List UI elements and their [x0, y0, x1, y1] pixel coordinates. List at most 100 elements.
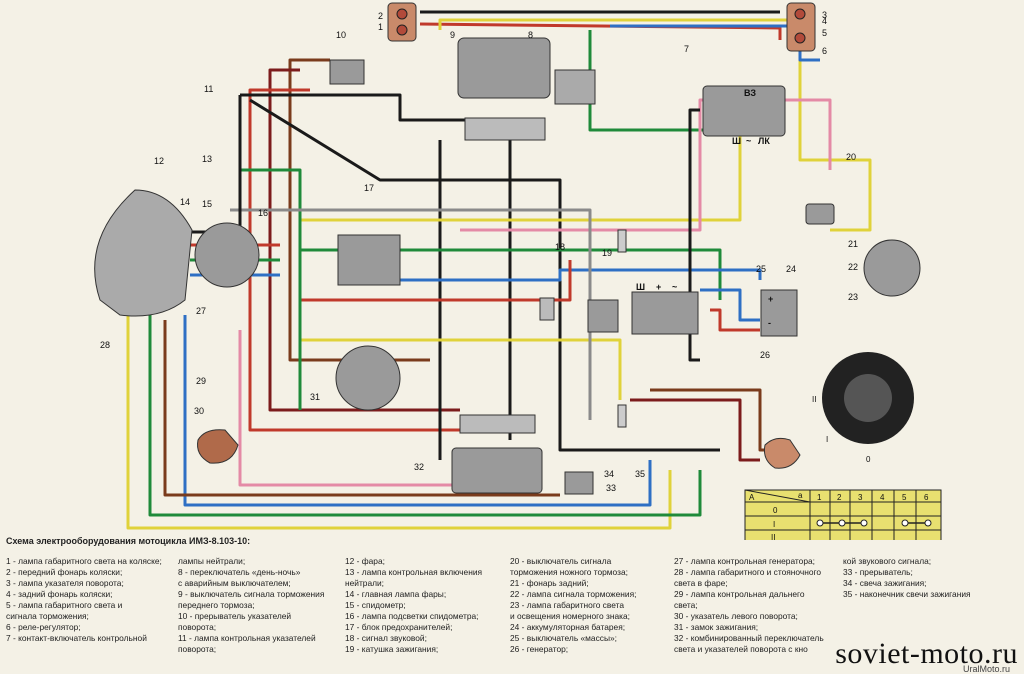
- label-27: 27: [196, 306, 206, 316]
- relay-regulator: [702, 85, 786, 137]
- headlight: [94, 189, 193, 317]
- legend-item: 21 - фонарь задний;: [510, 578, 589, 588]
- foot-brake-switch: [805, 203, 835, 225]
- label-17: 17: [364, 183, 374, 193]
- legend-item: 2 - передний фонарь коляски;: [6, 567, 123, 577]
- rear-sidecar-light-connector: [786, 2, 816, 52]
- legend-item: 18 - сигнал звуковой;: [345, 633, 427, 643]
- legend-item: кой звукового сигнала;: [843, 556, 932, 566]
- ignition-coil: [587, 299, 619, 333]
- label-14: 14: [180, 197, 190, 207]
- label-31: 31: [310, 392, 320, 402]
- diagram-caption: Схема электрооборудования мотоцикла ИМЗ-…: [6, 536, 251, 546]
- legend-item: 35 - наконечник свечи зажигания: [843, 589, 971, 599]
- legend-item: 26 - генератор;: [510, 644, 569, 654]
- terminal-vz: ВЗ: [744, 88, 756, 98]
- legend-item: 22 - лампа сигнала торможения;: [510, 589, 637, 599]
- legend-item: 15 - спидометр;: [345, 600, 406, 610]
- legend-item: 14 - главная лампа фары;: [345, 589, 447, 599]
- label-34: 34: [604, 469, 614, 479]
- terminal-ac-regulator: ~: [746, 136, 751, 146]
- legend-item: 6 - реле-регулятор;: [6, 622, 81, 632]
- label-13: 13: [202, 154, 212, 164]
- combined-switch-terminals: [459, 414, 536, 434]
- label-22: 22: [848, 262, 858, 272]
- wire-blue-c: [700, 288, 760, 322]
- table-header-6: 6: [924, 493, 929, 502]
- speedometer: [194, 222, 260, 288]
- generator: [631, 291, 699, 335]
- legend-item: 3 - лампа указателя поворота;: [6, 578, 124, 588]
- wire-blue: [183, 315, 652, 507]
- legend-item: 28 - лампа габаритного и стояночного: [674, 567, 822, 577]
- legend-item: света в фаре;: [674, 578, 728, 588]
- small-watermark: UralMoto.ru: [962, 664, 1010, 674]
- wire-blue-b: [350, 268, 762, 282]
- label-29: 29: [196, 376, 206, 386]
- spark-plug-cap: [617, 404, 627, 428]
- table-header-A: А: [749, 493, 755, 502]
- spark-plug: [617, 229, 627, 253]
- label-35: 35: [635, 469, 645, 479]
- legend-item: 34 - свеча зажигания;: [843, 578, 927, 588]
- ignition-lock: [335, 345, 401, 411]
- label-20: 20: [846, 152, 856, 162]
- table-header-4: 4: [880, 493, 885, 502]
- legend-item: поворота;: [178, 644, 217, 654]
- wire-yellow: [126, 300, 672, 530]
- terminal-plus-battery: +: [768, 294, 773, 304]
- label-1: 1: [378, 22, 383, 32]
- relay-block: [554, 69, 596, 105]
- wire-green-c: [240, 168, 302, 410]
- legend-item: нейтрали;: [345, 578, 385, 588]
- terminal-sh-regulator: Ш: [732, 136, 741, 146]
- legend-column-5: 27 - лампа контрольная генератора; 28 - …: [674, 556, 824, 655]
- turn-signal-interrupter: [329, 59, 365, 85]
- label-16: 16: [258, 208, 268, 218]
- legend-item: сигнала торможения;: [6, 611, 89, 621]
- legend-item: 27 - лампа контрольная генератора;: [674, 556, 815, 566]
- legend-item: 33 - прерыватель;: [843, 567, 913, 577]
- legend-item: 1 - лампа габаритного света на коляске;: [6, 556, 162, 566]
- table-row-0: 0: [773, 506, 778, 515]
- wire-pink: [238, 330, 470, 487]
- left-turn-signal: [197, 429, 239, 464]
- legend-item: 10 - прерыватель указателей: [178, 611, 292, 621]
- switch-position-table: [744, 489, 942, 540]
- ignition-position-0: 0: [866, 455, 871, 464]
- right-turn-signal: [764, 437, 801, 469]
- legend-column-6: кой звукового сигнала; 33 - прерыватель;…: [843, 556, 971, 600]
- label-3: 3: [822, 10, 827, 20]
- legend-item: 9 - выключатель сигнала торможения: [178, 589, 325, 599]
- wire-yellow-c: [300, 338, 622, 400]
- label-15: 15: [202, 199, 212, 209]
- battery: [760, 289, 798, 337]
- horn: [539, 297, 555, 321]
- label-11: 11: [204, 84, 213, 94]
- label-12: 12: [154, 156, 164, 166]
- rear-light: [863, 239, 921, 297]
- legend-column-3: 12 - фара; 13 - лампа контрольная включе…: [345, 556, 482, 655]
- ignition-position-1: I: [826, 435, 828, 444]
- wire-black-main: [240, 93, 512, 440]
- table-row-1: I: [773, 520, 775, 529]
- table-header-5: 5: [902, 493, 907, 502]
- label-21: 21: [848, 239, 858, 249]
- table-header-a: а: [798, 491, 803, 500]
- legend-item: лампы нейтрали;: [178, 556, 246, 566]
- label-25: 25: [756, 264, 766, 274]
- legend-item: 13 - лампа контрольная включения: [345, 567, 483, 577]
- legend-item: 20 - выключатель сигнала: [510, 556, 612, 566]
- terminal-lk: ЛК: [758, 136, 770, 146]
- terminal-plus-generator: +: [656, 282, 661, 292]
- wire-red-b: [300, 260, 572, 302]
- legend-item: торможения ножного тормоза;: [510, 567, 628, 577]
- wire-darkred-b: [630, 398, 760, 462]
- label-30: 30: [194, 406, 204, 416]
- label-5: 5: [822, 28, 827, 38]
- legend-item: 25 - выключатель «массы»;: [510, 633, 617, 643]
- label-7: 7: [684, 44, 689, 54]
- legend-item: 7 - контакт-включатель контрольной: [6, 633, 147, 643]
- legend-item: 8 - переключатель «день-ночь»: [178, 567, 301, 577]
- table-header-1: 1: [817, 493, 822, 502]
